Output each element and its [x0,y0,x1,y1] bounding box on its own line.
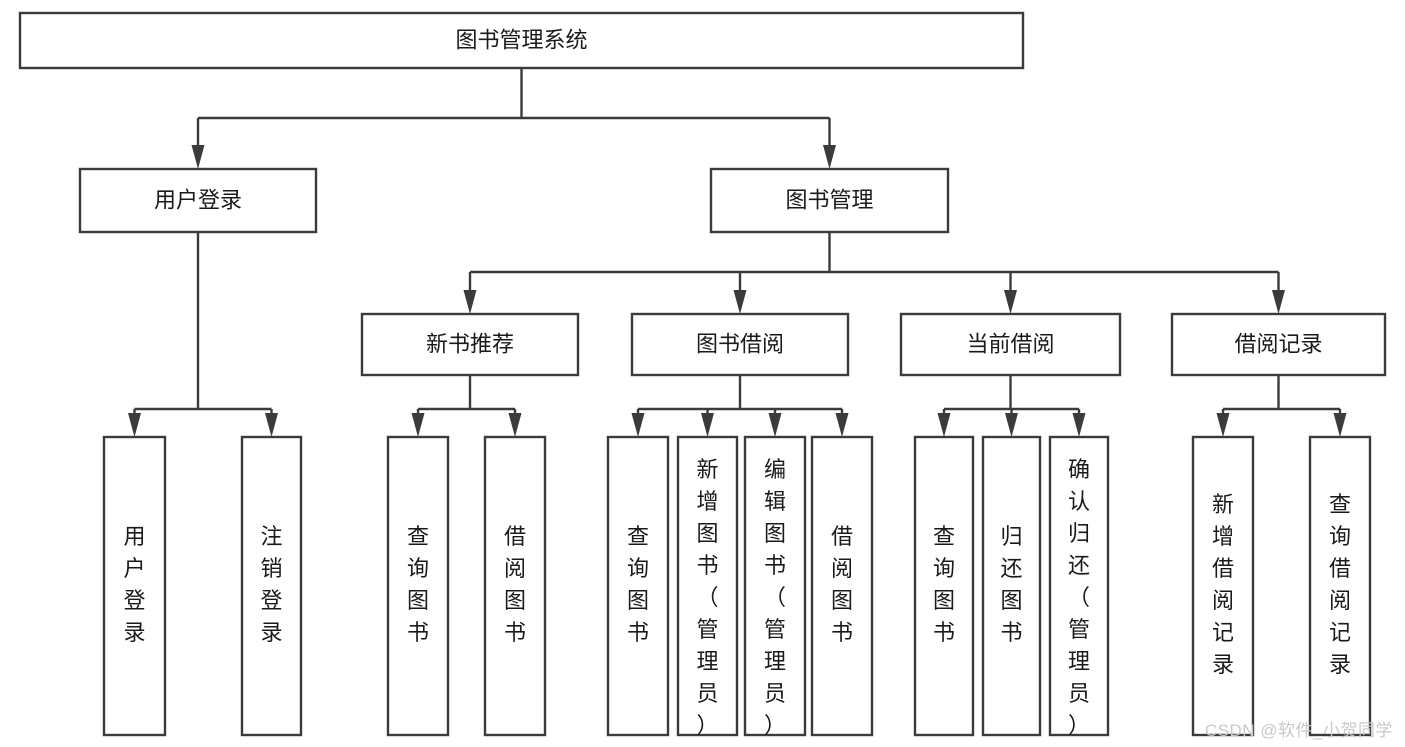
node-box[interactable] [899,312,1122,377]
node-box[interactable] [1191,435,1255,737]
node-label: 图书借阅 [696,331,784,356]
tree-node-leaf-query-book-2[interactable]: 查询图书 [606,435,670,737]
arrow-head-icon [823,145,836,169]
connector-group-user-login [128,232,278,437]
arrow-head-icon [1272,290,1285,314]
tree-node-leaf-borrow-book-1[interactable]: 借阅图书 [483,435,547,737]
node-box[interactable] [913,435,975,737]
arrow-head-icon [768,413,782,437]
node-label: 注销登录 [260,524,282,645]
node-label: 图书管理系统 [455,27,587,52]
arrow-head-icon [937,413,951,437]
node-label: 用户登录 [154,187,242,212]
arrow-head-icon [1072,413,1086,437]
node-box[interactable] [240,435,303,737]
connector-group-current-borrow [937,375,1086,437]
node-box[interactable] [606,435,670,737]
csdn-watermark: CSDN @软件_小贺同学 [1204,721,1393,740]
tree-node-leaf-return-book[interactable]: 归还图书 [981,435,1042,737]
node-label: 确认归还（管理员） [1068,457,1090,738]
node-box[interactable] [78,167,318,234]
node-box[interactable] [810,435,874,737]
node-box[interactable] [386,435,450,737]
node-label: 借阅图书 [831,524,853,645]
arrow-head-icon [1216,413,1230,437]
node-box[interactable] [1170,312,1387,377]
arrow-head-icon [191,145,205,169]
tree-node-root[interactable]: 图书管理系统 [18,11,1025,70]
tree-node-leaf-add-record[interactable]: 新增借阅记录 [1191,435,1255,737]
arrow-head-icon [701,413,714,437]
node-box[interactable] [18,11,1025,70]
node-label: 用户登录 [123,524,145,645]
node-label: 查询图书 [933,524,955,645]
arrow-head-icon [128,413,141,437]
connector-group-root [191,68,836,169]
arrow-head-icon [835,413,849,437]
node-label: 借阅图书 [504,524,526,645]
tree-node-book-manage[interactable]: 图书管理 [709,167,950,234]
tree-node-leaf-add-book[interactable]: 新增图书（管理员） [676,435,739,738]
arrow-head-icon [265,413,278,437]
arrow-head-icon [508,413,522,437]
tree-node-leaf-query-book-3[interactable]: 查询图书 [913,435,975,737]
tree-node-new-book-rec[interactable]: 新书推荐 [360,312,580,377]
node-label: 新书推荐 [426,331,514,356]
tree-node-book-borrow[interactable]: 图书借阅 [630,312,850,377]
node-label: 查询借阅记录 [1329,492,1351,677]
connector-group-book-manage [463,232,1285,314]
node-label: 当前借阅 [966,331,1054,356]
node-box[interactable] [1048,435,1110,737]
connector-group-new-book-rec [411,375,522,437]
node-label: 查询图书 [407,524,429,645]
node-label: 查询图书 [627,524,649,645]
arrow-head-icon [631,413,645,437]
connector-group-book-borrow [631,375,849,437]
node-box[interactable] [102,435,167,737]
node-box[interactable] [360,312,580,377]
arrow-head-icon [463,290,477,314]
node-box[interactable] [676,435,739,737]
node-box[interactable] [483,435,547,737]
connector-layer [128,68,1347,437]
node-label: 编辑图书（管理员） [764,457,786,738]
tree-node-leaf-confirm-return[interactable]: 确认归还（管理员） [1048,435,1110,738]
tree-node-leaf-logout[interactable]: 注销登录 [240,435,303,737]
tree-node-leaf-edit-book[interactable]: 编辑图书（管理员） [743,435,807,738]
connector-group-borrow-record [1216,375,1347,437]
node-box[interactable] [709,167,950,234]
tree-node-leaf-query-book-1[interactable]: 查询图书 [386,435,450,737]
node-layer: 图书管理系统用户登录图书管理新书推荐图书借阅当前借阅借阅记录用户登录注销登录查询… [18,11,1387,738]
node-label: 新增借阅记录 [1212,492,1234,677]
arrow-head-icon [1004,290,1017,314]
node-label: 归还图书 [1000,524,1022,645]
tree-node-borrow-record[interactable]: 借阅记录 [1170,312,1387,377]
node-box[interactable] [630,312,850,377]
arrow-head-icon [411,413,425,437]
tree-node-leaf-borrow-book-2[interactable]: 借阅图书 [810,435,874,737]
node-label: 新增图书（管理员） [696,457,718,738]
node-box[interactable] [1308,435,1372,737]
node-box[interactable] [743,435,807,737]
node-label: 借阅记录 [1234,331,1322,356]
arrow-head-icon [1333,413,1347,437]
arrow-head-icon [1005,413,1018,437]
tree-node-user-login[interactable]: 用户登录 [78,167,318,234]
tree-node-leaf-query-record[interactable]: 查询借阅记录 [1308,435,1372,737]
node-box[interactable] [981,435,1042,737]
tree-node-leaf-user-login[interactable]: 用户登录 [102,435,167,737]
node-label: 图书管理 [785,187,873,212]
tree-node-current-borrow[interactable]: 当前借阅 [899,312,1122,377]
arrow-head-icon [733,290,747,314]
